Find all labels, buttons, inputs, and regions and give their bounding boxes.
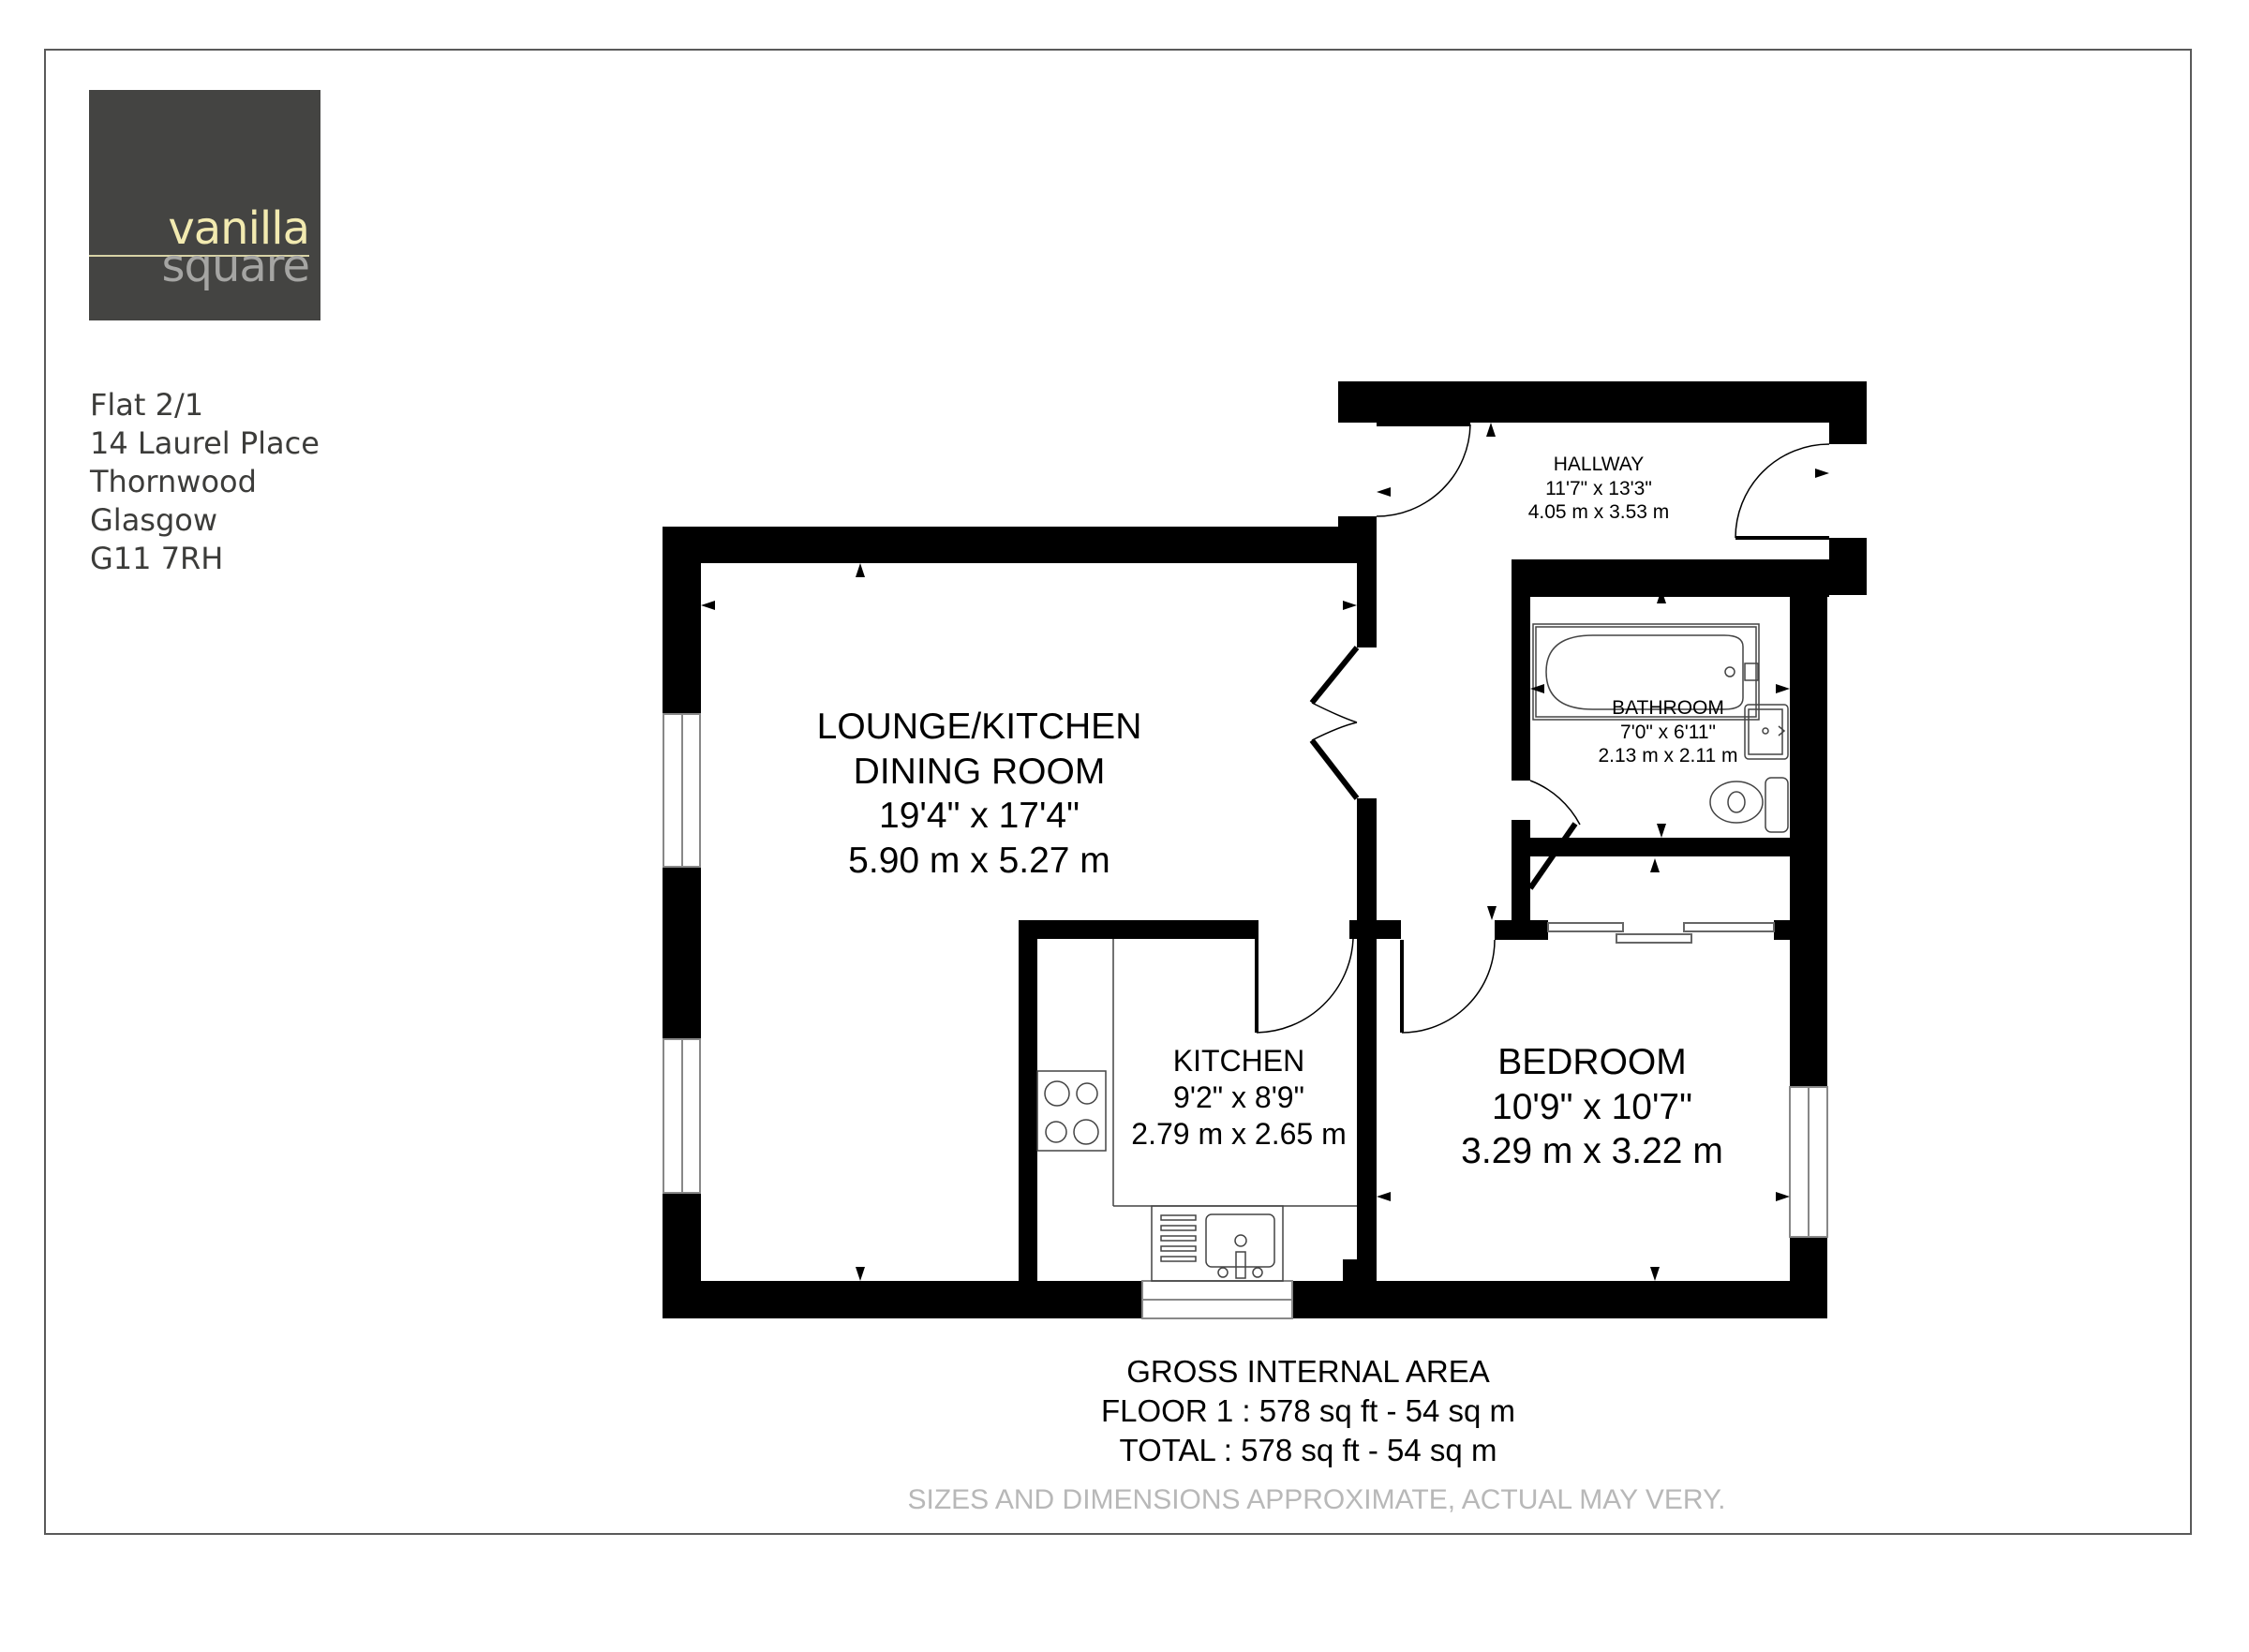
wardrobe-doors	[1547, 922, 1775, 944]
hallway-name: HALLWAY	[1553, 454, 1645, 475]
address-line-city: Glasgow	[90, 502, 218, 538]
lounge-name-line2: DINING ROOM	[853, 751, 1106, 792]
bathtub	[1532, 623, 1760, 721]
logo-word-vanilla: vanilla	[168, 202, 310, 255]
gross-internal-area: GROSS INTERNAL AREA FLOOR 1 : 578 sq ft …	[1101, 1352, 1515, 1470]
bathroom-imperial: 7'0" x 6'11"	[1620, 721, 1716, 743]
windows	[663, 713, 1828, 1319]
kitchen-fittings	[1036, 939, 1357, 1282]
logo-word-square: square	[161, 240, 310, 292]
hallway-imperial: 11'7" x 13'3"	[1545, 477, 1652, 499]
address-line-flat: Flat 2/1	[90, 387, 204, 423]
bedroom-imperial: 10'9" x 10'7"	[1492, 1086, 1692, 1127]
lounge-name-line1: LOUNGE/KITCHEN	[816, 707, 1142, 747]
room-label-bathroom: BATHROOM 7'0" x 6'11" 2.13 m x 2.11 m	[1598, 696, 1737, 768]
gross-area-total: TOTAL : 578 sq ft - 54 sq m	[1119, 1433, 1497, 1467]
room-label-lounge: LOUNGE/KITCHEN DINING ROOM 19'4" x 17'4"…	[817, 705, 1142, 883]
page-border	[44, 49, 2192, 1535]
bedroom-metric: 3.29 m x 3.22 m	[1461, 1131, 1723, 1172]
address-line-street: 14 Laurel Place	[90, 425, 320, 461]
hallway-metric: 4.05 m x 3.53 m	[1527, 501, 1670, 524]
bedroom-name: BEDROOM	[1497, 1042, 1687, 1082]
room-label-bedroom: BEDROOM 10'9" x 10'7" 3.29 m x 3.22 m	[1461, 1040, 1723, 1174]
bathroom-metric: 2.13 m x 2.11 m	[1598, 745, 1738, 767]
address-line-postcode: G11 7RH	[90, 541, 224, 576]
gross-area-floor1: FLOOR 1 : 578 sq ft - 54 sq m	[1100, 1393, 1516, 1428]
kitchen-imperial: 9'2" x 8'9"	[1173, 1080, 1304, 1115]
property-address: Flat 2/1 14 Laurel Place Thornwood Glasg…	[90, 386, 320, 578]
dimension-arrows	[701, 423, 1829, 1281]
kitchen-name: KITCHEN	[1172, 1044, 1305, 1078]
room-label-hallway: HALLWAY 11'7" x 13'3" 4.05 m x 3.53 m	[1528, 453, 1670, 525]
bathroom-name: BATHROOM	[1612, 697, 1724, 719]
disclaimer: SIZES AND DIMENSIONS APPROXIMATE, ACTUAL…	[907, 1484, 1726, 1515]
bathroom-fixtures	[1709, 704, 1789, 833]
logo-rule	[89, 255, 309, 257]
lounge-metric: 5.90 m x 5.27 m	[848, 840, 1110, 881]
doors	[1255, 423, 1830, 1034]
lounge-imperial: 19'4" x 17'4"	[879, 796, 1080, 837]
walls	[663, 381, 1867, 1318]
address-line-area: Thornwood	[90, 464, 257, 499]
kitchen-metric: 2.79 m x 2.65 m	[1131, 1117, 1347, 1152]
gross-area-title: GROSS INTERNAL AREA	[1126, 1354, 1490, 1389]
room-label-kitchen: KITCHEN 9'2" x 8'9" 2.79 m x 2.65 m	[1131, 1043, 1346, 1153]
brand-logo: vanilla square	[89, 90, 320, 320]
